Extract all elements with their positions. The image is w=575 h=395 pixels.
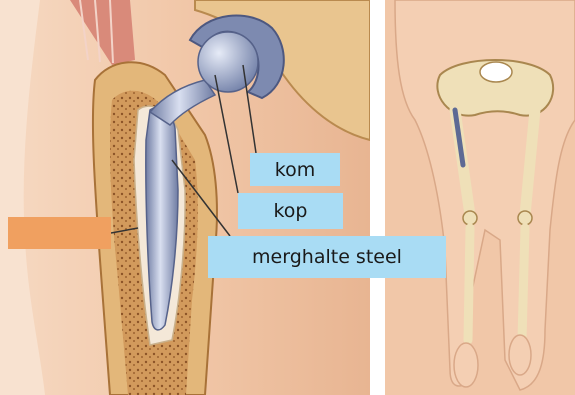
panel-divider — [370, 0, 385, 395]
shin-left — [468, 228, 470, 340]
label-head: kop — [238, 193, 343, 229]
femoral-head — [198, 32, 258, 92]
foot-left — [454, 343, 478, 387]
right-panel — [385, 0, 575, 395]
label-stem: merghalte steel — [208, 236, 446, 278]
knee-right — [518, 211, 532, 225]
knee-left — [463, 211, 477, 225]
shin-right — [522, 228, 525, 340]
foot-right — [509, 335, 531, 375]
label-cup: kom — [250, 153, 340, 186]
spine-base — [480, 62, 512, 82]
blank-label-box — [8, 217, 111, 249]
